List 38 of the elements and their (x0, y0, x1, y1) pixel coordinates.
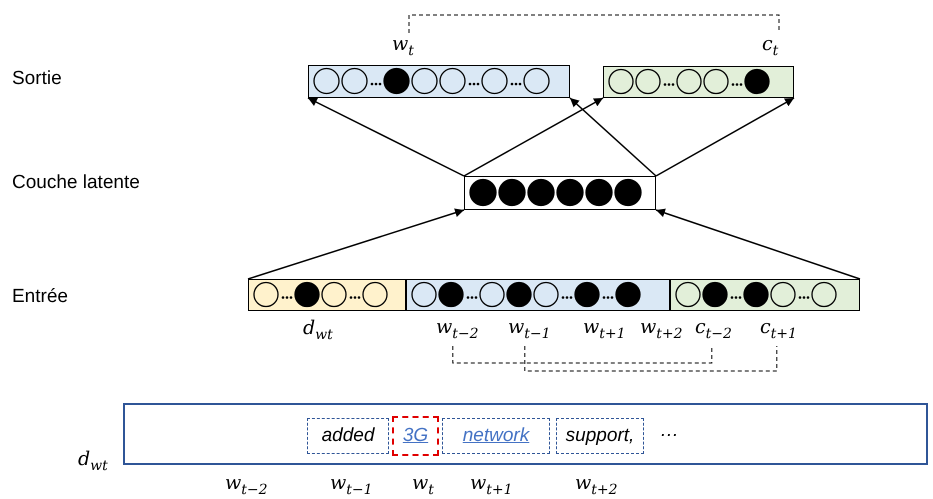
word-box: added (307, 418, 389, 454)
vector-bar (308, 65, 570, 98)
variable-label: w$_{t+1}$ (583, 316, 626, 342)
sentence-box (123, 403, 928, 465)
arrow (248, 208, 464, 280)
link: network (442, 418, 550, 454)
arrow (464, 97, 604, 177)
layer-label: Entrée (12, 286, 68, 308)
arrow (656, 208, 860, 280)
variable-label: w$_{t+2}$ (575, 472, 618, 498)
variable-label: c$_{t−2}$ (695, 316, 751, 346)
variable-label: w$_{t+2}$ (640, 316, 683, 342)
variable-label: w$_{t−2}$ (436, 316, 492, 346)
vector-bar (670, 279, 860, 311)
variable-label: c$_{t+1}$ (760, 316, 816, 346)
dashed-connector (408, 14, 780, 34)
variable-label: w$_{t}$ (392, 33, 426, 63)
variable-label: w$_{t+1}$ (470, 472, 513, 498)
word-box: support, (556, 418, 644, 454)
layer-label: Couche latente (12, 172, 140, 194)
layer-label: Sortie (12, 68, 62, 90)
ellipsis: … (660, 420, 679, 442)
variable-label: d$_{wt}$ (303, 317, 333, 343)
dashed-connector (452, 346, 712, 364)
vector-bar (603, 66, 794, 98)
arrow (656, 97, 794, 177)
vector-bar (406, 279, 670, 311)
variable-label: w$_{t−1}$ (508, 316, 564, 346)
variable-label: c$_{t}$ (762, 33, 796, 63)
variable-label: d$_{wt}$ (78, 448, 108, 474)
word-box: 3G (392, 416, 439, 456)
dashed-connector (524, 346, 778, 372)
variable-label: w$_{t−1}$ (330, 472, 373, 498)
variable-label: w$_{t−2}$ (225, 472, 268, 498)
arrow (570, 97, 656, 177)
vector-bar (464, 176, 656, 210)
variable-label: w$_{t}$ (412, 472, 434, 498)
arrow (308, 97, 464, 177)
